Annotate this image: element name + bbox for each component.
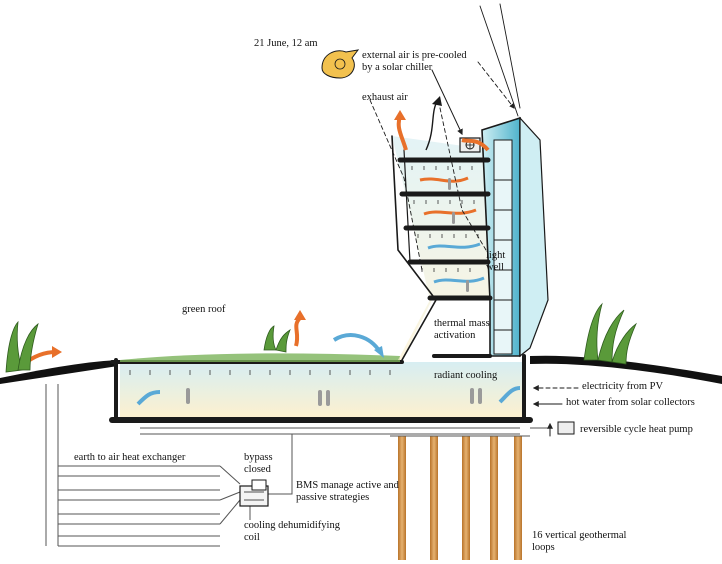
earth-air-exchanger-pipes xyxy=(45,384,241,547)
hot-water-label: hot water from solar collectors xyxy=(566,397,695,408)
light-well-label: light well xyxy=(486,250,506,273)
external-air-label: external air is pre-cooled by a solar ch… xyxy=(362,50,467,73)
cooling-coil-unit xyxy=(239,479,269,507)
exhaust-air-label: exhaust air xyxy=(362,92,408,103)
electricity-label: electricity from PV xyxy=(582,381,664,392)
cooling-coil-label: cooling dehumidifying coil xyxy=(244,520,340,543)
east-wing-glass xyxy=(519,116,549,358)
sun-ray-line xyxy=(479,5,519,117)
geothermal-label: 16 vertical geothermal loops xyxy=(532,530,627,553)
thermal-mass-label: thermal mass activation xyxy=(434,318,490,341)
pointer-dashed-line xyxy=(439,107,487,251)
pointer-arrow xyxy=(431,69,463,136)
light-well-rungs xyxy=(494,179,512,331)
person-figure-icon xyxy=(186,178,482,406)
heat-pump-box xyxy=(557,421,575,435)
ground-line xyxy=(530,355,722,384)
pointer-dashed-line xyxy=(477,61,515,109)
green-roof-band xyxy=(120,353,400,362)
radiant-cooling-label: radiant cooling xyxy=(434,370,498,381)
ground-line xyxy=(0,360,118,384)
geothermal-loops xyxy=(390,435,530,560)
bypass-label: bypass closed xyxy=(244,452,273,475)
date-time-label: 21 June, 12 am xyxy=(254,38,318,49)
sun-ray-line xyxy=(499,3,521,109)
tower-outline xyxy=(391,135,437,361)
bms-control-lines xyxy=(140,427,550,520)
sun-icon xyxy=(321,49,360,79)
pointer-dashed-line xyxy=(369,99,423,271)
airflow-arrow-icon xyxy=(22,96,521,406)
heat-pump-label: reversible cycle heat pump xyxy=(580,424,693,435)
earth-exchanger-label: earth to air heat exchanger xyxy=(74,452,186,463)
bms-label: BMS manage active and passive strategies xyxy=(296,480,399,503)
plant-icon xyxy=(5,302,637,373)
tower-facade-line xyxy=(403,149,411,263)
green-roof-label: green roof xyxy=(182,304,226,315)
